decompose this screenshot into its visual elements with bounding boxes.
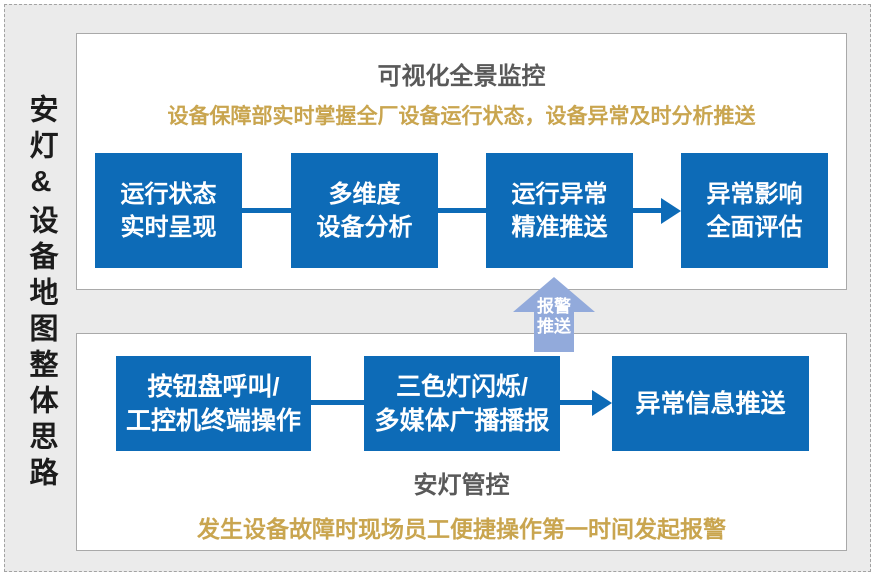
bottom-panel-subtitle: 发生设备故障时现场员工便捷操作第一时间发起报警	[197, 516, 726, 542]
step-multidim-analysis-box: 多维度 设备分析	[291, 153, 438, 268]
step-label: 工控机终端操作	[125, 406, 301, 435]
arrow-right-icon	[592, 389, 612, 416]
connector-line	[242, 208, 291, 213]
arrow-shaft	[560, 400, 594, 405]
step-label: 全面评估	[706, 213, 803, 241]
step-label: 精准推送	[511, 213, 608, 241]
step-label: 运行异常	[511, 180, 608, 208]
bottom-panel-title: 安灯管控	[413, 472, 510, 499]
alert-push-label: 报警 推送	[513, 297, 595, 337]
step-label: 异常信息推送	[635, 389, 786, 418]
visual-monitoring-panel: 可视化全景监控 设备保障部实时掌握全厂设备运行状态，设备异常及时分析推送 运行状…	[76, 33, 847, 290]
step-label: 按钮盘呼叫/	[147, 372, 280, 401]
step-button-call-box: 按钮盘呼叫/ 工控机终端操作	[116, 356, 311, 451]
step-run-status-box: 运行状态 实时呈现	[95, 153, 242, 268]
step-light-broadcast-box: 三色灯闪烁/ 多媒体广播播报	[364, 356, 560, 451]
connector-line	[311, 400, 364, 405]
alert-push-line: 推送	[537, 317, 571, 336]
arrow-up-icon	[513, 277, 595, 352]
step-info-push-box: 异常信息推送	[612, 356, 809, 451]
andon-control-panel: 按钮盘呼叫/ 工控机终端操作 三色灯闪烁/ 多媒体广播播报 异常信息推送 安灯管…	[76, 333, 847, 551]
top-panel-subtitle: 设备保障部实时掌握全厂设备运行状态，设备异常及时分析推送	[167, 105, 756, 128]
connector-line	[438, 208, 486, 213]
top-panel-title: 可视化全景监控	[377, 63, 546, 90]
vertical-page-title: 安灯&设备地图整体思路	[25, 94, 57, 493]
step-label: 多维度	[328, 180, 401, 208]
step-abnormal-push-box: 运行异常 精准推送	[486, 153, 633, 268]
step-label: 多媒体广播播报	[374, 406, 550, 435]
step-impact-evaluation-box: 异常影响 全面评估	[681, 153, 828, 268]
arrow-shaft	[633, 208, 663, 213]
arrow-right-icon	[661, 197, 681, 224]
step-label: 异常影响	[706, 180, 803, 208]
step-label: 三色灯闪烁/	[396, 372, 528, 401]
step-label: 运行状态	[120, 180, 217, 208]
step-label: 设备分析	[316, 213, 413, 241]
step-label: 实时呈现	[120, 213, 217, 241]
alert-push-line: 报警	[537, 297, 571, 316]
